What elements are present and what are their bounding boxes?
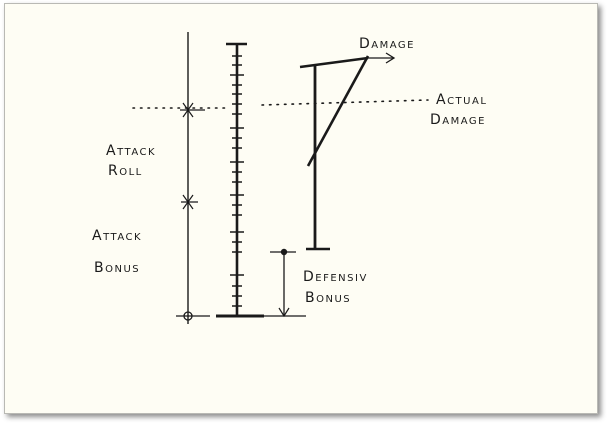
defensive-bonus-label-2: Bonus: [305, 290, 351, 306]
attack-roll-label-1: Attack: [106, 143, 156, 159]
paper-card: [4, 3, 598, 414]
flag-diagonal: [306, 55, 370, 167]
attack-bonus-label-2: Bonus: [94, 260, 140, 276]
actual-damage-label-2: Damage: [430, 112, 486, 128]
attack-roll-label-2: Roll: [108, 163, 143, 179]
scale-ticks: [230, 55, 244, 307]
defensive-bonus-label-1: Defensiv: [303, 269, 368, 285]
attack-bonus-label-1: Attack: [92, 228, 142, 244]
flag-top: [299, 56, 369, 69]
actual-damage-label-1: Actual: [436, 92, 487, 108]
actual-damage-line-right: [261, 99, 429, 106]
damage-arrow: [368, 52, 396, 64]
damage-label: Damage: [359, 36, 415, 52]
